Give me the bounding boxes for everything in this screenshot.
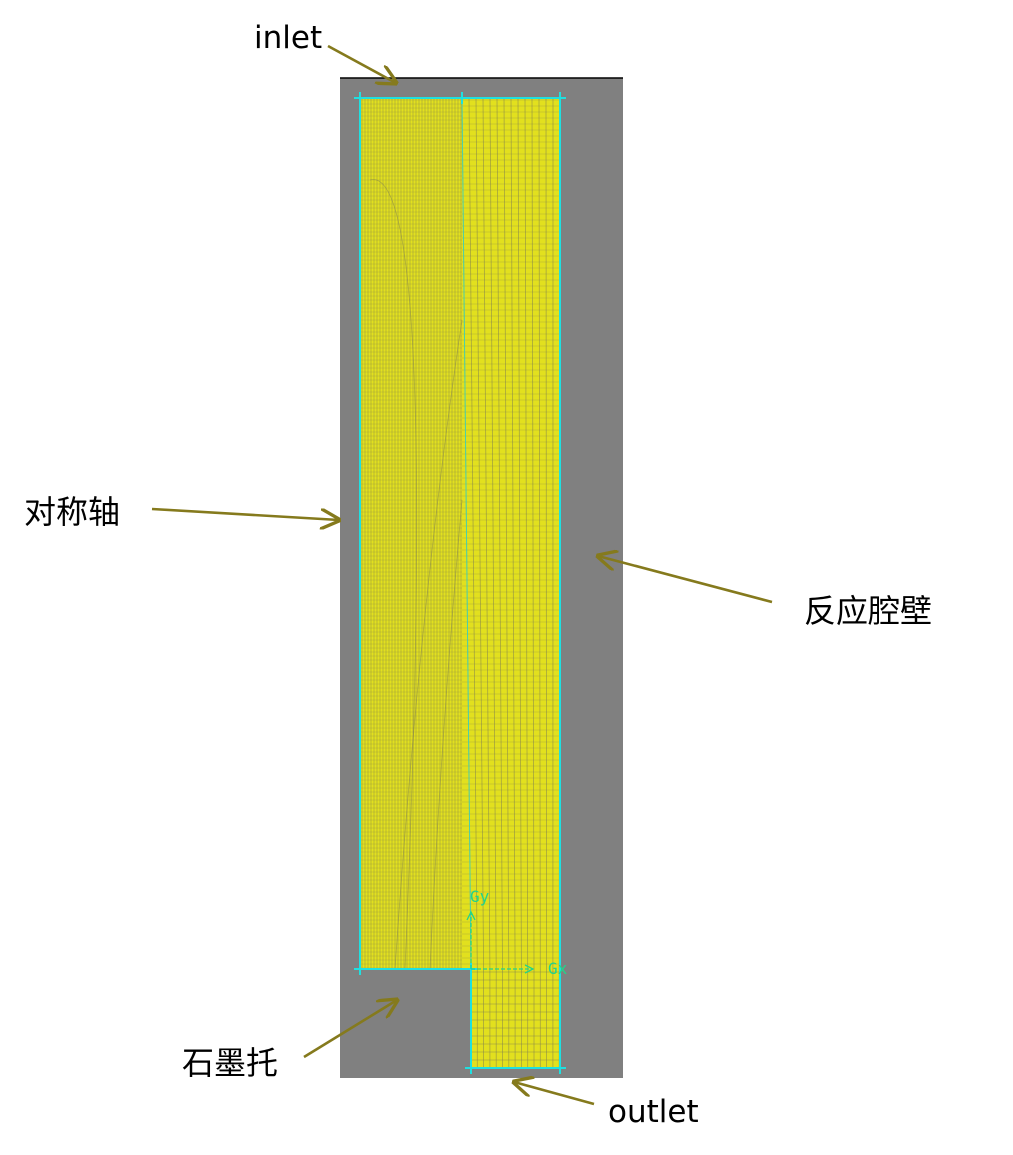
arrow-inlet xyxy=(327,44,396,83)
mesh-contour xyxy=(429,499,463,970)
vertex-marker xyxy=(465,1062,477,1074)
mesh-line xyxy=(538,97,541,970)
mesh-line xyxy=(531,97,535,970)
vertex-marker xyxy=(354,92,366,104)
mesh-grid-lines xyxy=(360,97,561,1068)
mesh-line xyxy=(475,97,484,970)
mesh-line xyxy=(545,97,547,970)
mesh-line xyxy=(496,97,503,970)
mesh-line xyxy=(510,97,516,970)
mesh-line xyxy=(489,97,497,970)
mesh-contour xyxy=(369,179,418,970)
annotation-arrows xyxy=(151,44,773,1106)
mesh-region-bottom xyxy=(471,969,560,1068)
arrow-outlet xyxy=(514,1082,595,1106)
label-symmetry-axis: 对称轴 xyxy=(24,493,120,531)
arrow-wall xyxy=(598,556,773,604)
axis-label-y: Gy xyxy=(470,887,490,906)
vertex-marker xyxy=(354,963,366,975)
arrow-axis xyxy=(151,507,339,520)
mesh-line xyxy=(482,97,491,970)
vertex-marker xyxy=(554,1062,566,1074)
arrow-holder xyxy=(303,1000,397,1059)
vertex-marker xyxy=(554,92,566,104)
label-graphite-holder: 石墨托 xyxy=(182,1044,278,1082)
mesh-region-right-upper xyxy=(462,98,560,969)
mesh-line xyxy=(517,97,522,970)
interior-boundary xyxy=(461,97,472,970)
vertex-marker xyxy=(456,92,468,104)
mesh-region-left xyxy=(360,98,462,969)
label-outlet: outlet xyxy=(608,1094,699,1130)
mesh-line xyxy=(524,97,529,970)
axis-triad xyxy=(466,910,535,974)
mesh-line xyxy=(468,97,478,970)
label-chamber-wall: 反应腔壁 xyxy=(804,592,932,630)
mesh-contour xyxy=(394,319,463,970)
axis-label-x: Gx xyxy=(548,959,568,978)
label-inlet: inlet xyxy=(254,20,322,56)
mesh-line xyxy=(503,97,510,970)
